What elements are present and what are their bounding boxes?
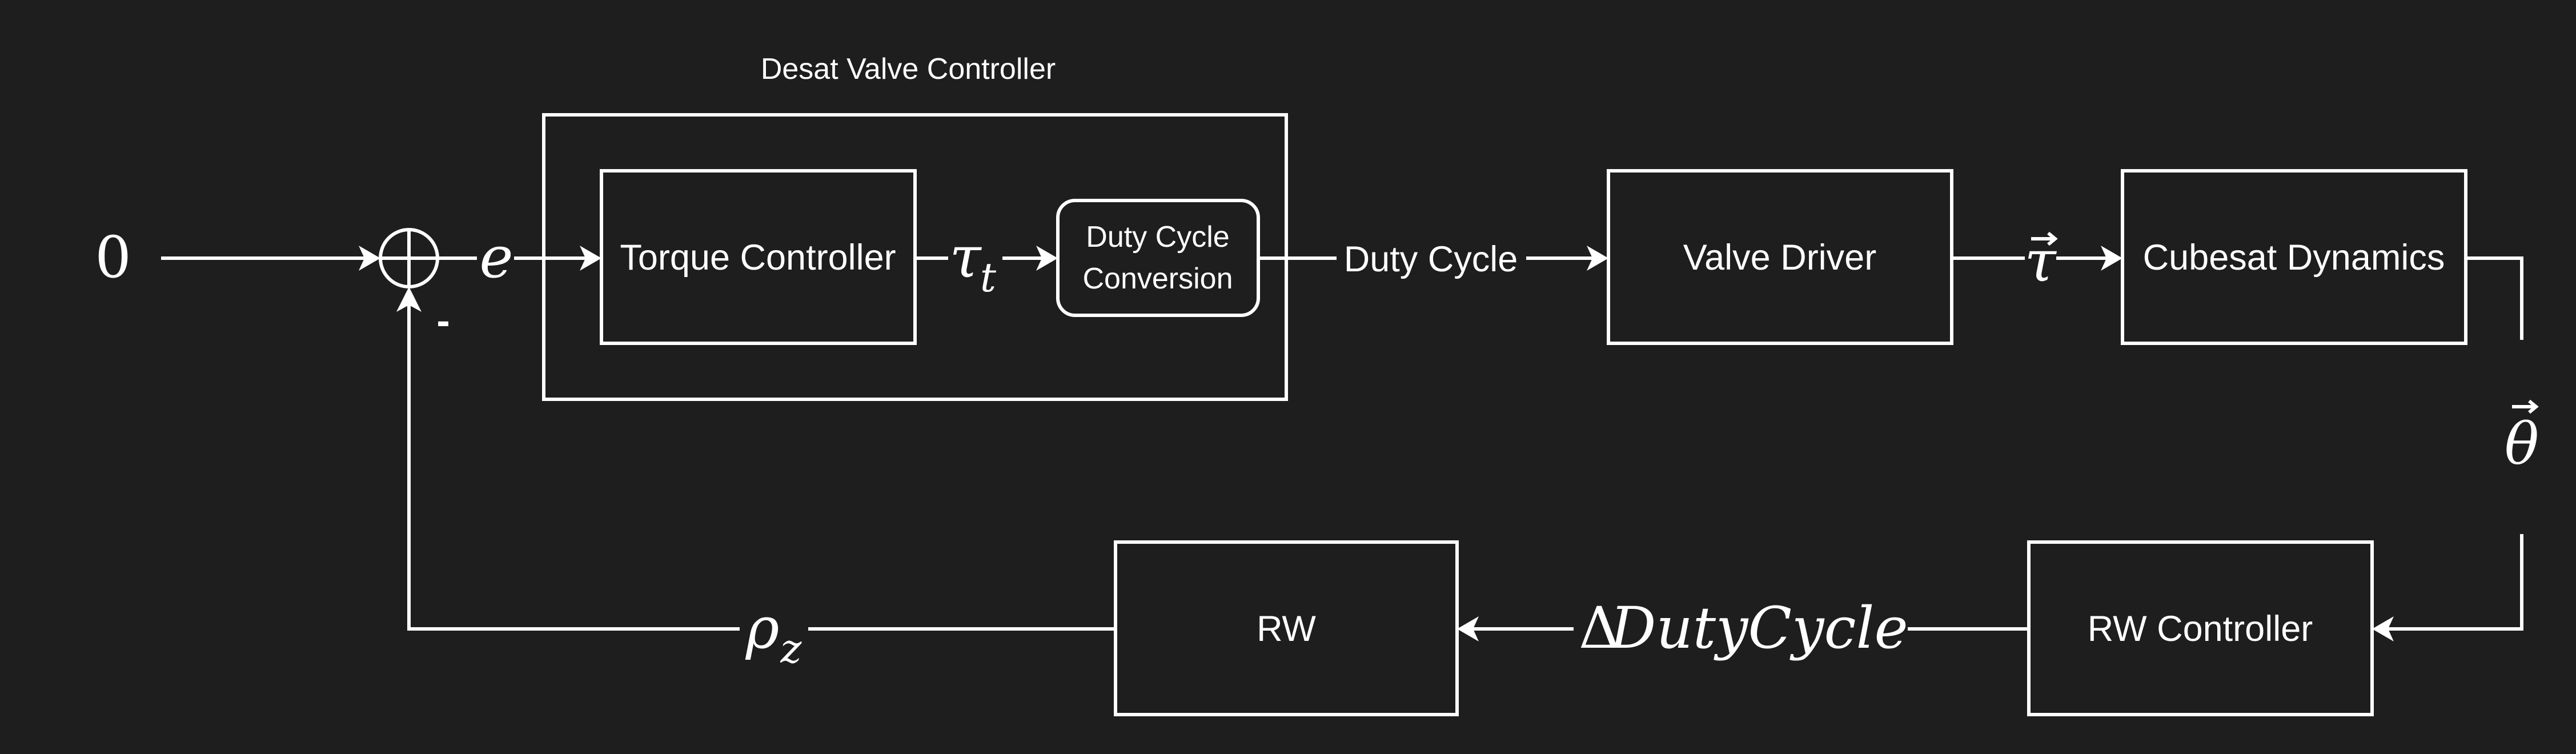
error-label: e <box>479 224 513 291</box>
delta-duty-cycle-label: DutyCycle <box>1609 595 1908 661</box>
rw-label: RW <box>1257 609 1316 649</box>
duty-cycle-label: Duty Cycle <box>1344 239 1518 279</box>
arrowhead <box>580 246 601 271</box>
torque-target-subscript: t <box>980 254 997 301</box>
group-title: Desat Valve Controller <box>761 53 1056 86</box>
attitude-label: θ <box>2505 411 2539 478</box>
rw-momentum-subscript: z <box>780 625 803 672</box>
vector-arrow-icon <box>2512 399 2539 414</box>
duty-cycle-conversion-label-1: Duty Cycle <box>1086 220 1229 254</box>
feedback-connector <box>407 300 740 631</box>
arrowhead <box>2101 246 2122 271</box>
rw-controller-label: RW Controller <box>2088 609 2313 649</box>
cubesat-dynamics-label: Cubesat Dynamics <box>2143 238 2445 278</box>
minus-sign: - <box>436 298 450 343</box>
arrowhead <box>359 246 380 271</box>
arrowhead <box>1036 246 1058 271</box>
valve-driver-label: Valve Driver <box>1683 238 1876 278</box>
reference-label: 0 <box>95 224 131 291</box>
arrowhead <box>1457 616 1479 641</box>
torque-controller-label: Torque Controller <box>620 238 896 278</box>
torque-target-label: τ <box>949 224 982 291</box>
delta-symbol: Δ <box>1579 595 1620 661</box>
arrowhead <box>2372 616 2394 641</box>
vector-arrow-icon <box>2031 231 2058 246</box>
duty-cycle-conversion-label-2: Conversion <box>1082 262 1233 295</box>
attitude-connector-a <box>2466 256 2523 340</box>
rw-momentum-label: ρ <box>745 595 780 661</box>
arrowhead <box>1587 246 1608 271</box>
arrowhead <box>396 287 422 312</box>
attitude-connector-b <box>2385 534 2523 631</box>
